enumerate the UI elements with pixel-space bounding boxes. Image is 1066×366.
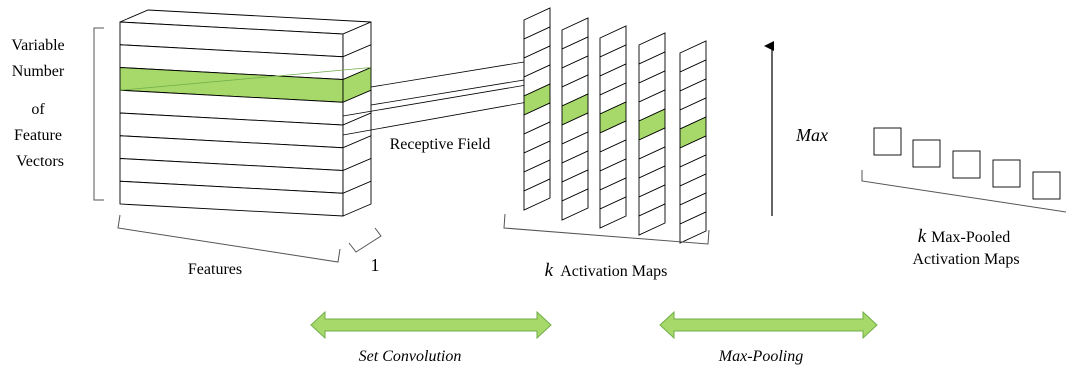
max-pooling-arrow bbox=[659, 310, 878, 340]
depth-one-label: 1 bbox=[371, 255, 380, 275]
feature-row-side bbox=[342, 180, 372, 217]
features-bracket bbox=[117, 214, 341, 263]
max-pooled-box bbox=[952, 150, 981, 179]
variable-number-label: Variable Number of Feature Vectors bbox=[11, 37, 68, 170]
k-symbol: k bbox=[545, 260, 554, 281]
double-arrow-shape bbox=[659, 310, 878, 340]
max-pooled-text-1: Max-Pooled bbox=[931, 229, 1010, 246]
activation-maps-label: k Activation Maps bbox=[545, 260, 668, 281]
k-symbol-pooled: k bbox=[918, 226, 927, 247]
activation-map bbox=[599, 25, 627, 229]
highlight-diagonal bbox=[119, 67, 372, 91]
variable-number-line-5: Vectors bbox=[16, 153, 64, 170]
variable-number-line-1: Variable bbox=[11, 37, 64, 54]
max-pooled-line-2: Activation Maps bbox=[912, 251, 1019, 268]
feature-vector-stack bbox=[119, 9, 372, 217]
activation-maps bbox=[523, 7, 707, 244]
max-pooled-box bbox=[912, 139, 941, 168]
set-convolution-label: Set Convolution bbox=[359, 348, 462, 365]
activation-map bbox=[523, 7, 551, 211]
double-arrow-shape bbox=[310, 310, 552, 340]
max-pooled-boxes bbox=[873, 127, 1061, 200]
activation-maps-text: Activation Maps bbox=[560, 263, 667, 280]
depth-bracket bbox=[348, 227, 382, 253]
activation-map-cell bbox=[523, 178, 551, 211]
features-label: Features bbox=[188, 261, 242, 278]
receptive-field-label: Receptive Field bbox=[390, 136, 491, 153]
variable-number-bracket bbox=[93, 27, 104, 201]
activation-map bbox=[561, 17, 589, 221]
max-pooled-box bbox=[992, 159, 1021, 188]
activation-map bbox=[638, 32, 666, 236]
receptive-field-lines bbox=[342, 61, 551, 136]
max-pooled-box bbox=[873, 127, 902, 156]
max-pooled-bracket bbox=[861, 170, 1066, 213]
max-label: Max bbox=[795, 125, 828, 145]
activation-map-cell bbox=[561, 188, 589, 221]
activation-map-cell bbox=[599, 196, 627, 229]
activation-map bbox=[679, 40, 707, 244]
activation-map-cell bbox=[679, 211, 707, 244]
max-pooling-label: Max-Pooling bbox=[718, 348, 803, 365]
activation-maps-bracket bbox=[503, 213, 710, 245]
activation-map-cell bbox=[638, 203, 666, 236]
variable-number-line-2: Number bbox=[12, 63, 65, 80]
set-convolution-arrow bbox=[310, 310, 552, 340]
max-pooled-box bbox=[1032, 171, 1061, 200]
variable-number-line-3: of bbox=[31, 101, 45, 118]
variable-number-line-4: Feature bbox=[14, 127, 62, 144]
